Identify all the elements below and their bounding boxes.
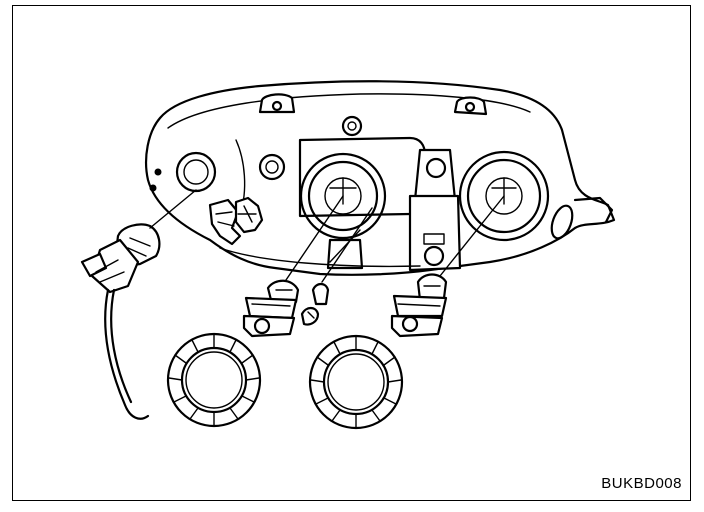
position-bulb: [300, 207, 373, 326]
side-bulb-socket-wire: [80, 189, 264, 420]
headlamp-housing: [145, 80, 616, 276]
figure-code-label: BUKBD008: [601, 475, 682, 492]
low-beam-bulb: [242, 195, 344, 338]
left-bulb-cover: [166, 332, 262, 428]
high-beam-bulb: [390, 195, 505, 338]
figure-frame: [12, 5, 691, 501]
right-bulb-cover: [308, 334, 404, 430]
